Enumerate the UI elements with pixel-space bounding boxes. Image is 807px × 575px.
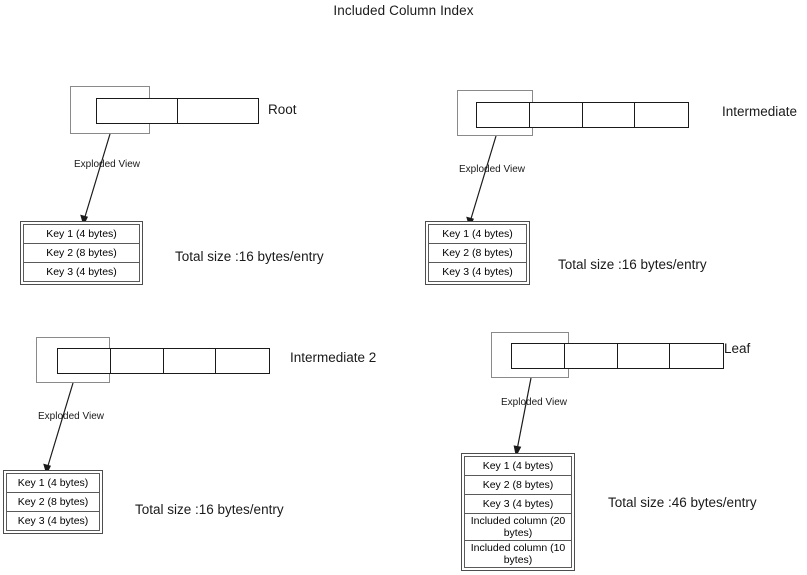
- node-cell: [583, 103, 636, 127]
- node-cell: [178, 99, 259, 123]
- node-root-cells: [96, 98, 259, 124]
- total-size-root: Total size :16 bytes/entry: [175, 249, 324, 264]
- total-size-intermediate: Total size :16 bytes/entry: [558, 257, 707, 272]
- node-cell: [216, 349, 269, 373]
- key-table-root: Key 1 (4 bytes) Key 2 (8 bytes) Key 3 (4…: [20, 221, 143, 285]
- node-cell: [97, 99, 178, 123]
- key-row: Key 3 (4 bytes): [464, 494, 572, 514]
- page-title: Included Column Index: [333, 3, 474, 18]
- node-cell: [565, 344, 618, 368]
- node-cell: [618, 344, 671, 368]
- key-row: Key 2 (8 bytes): [6, 492, 100, 512]
- node-intermediate-2-label: Intermediate 2: [290, 350, 377, 365]
- exploded-view-label-leaf: Exploded View: [501, 397, 567, 408]
- key-row: Key 3 (4 bytes): [6, 511, 100, 531]
- exploded-view-arrow-leaf: [513, 377, 532, 457]
- exploded-view-label-intermediate: Exploded View: [459, 164, 525, 175]
- key-row: Included column (20 bytes): [464, 513, 572, 541]
- key-row: Included column (10 bytes): [464, 540, 572, 568]
- total-size-intermediate-2: Total size :16 bytes/entry: [135, 502, 284, 517]
- node-cell: [512, 344, 565, 368]
- exploded-view-arrow-root: [80, 133, 111, 226]
- key-row: Key 2 (8 bytes): [428, 243, 527, 263]
- key-row: Key 3 (4 bytes): [23, 262, 140, 282]
- node-root: [70, 86, 259, 136]
- node-cell: [58, 349, 111, 373]
- node-cell: [477, 103, 530, 127]
- node-root-label: Root: [268, 102, 297, 117]
- key-row: Key 2 (8 bytes): [23, 243, 140, 263]
- node-intermediate-cells: [476, 102, 689, 128]
- node-cell: [635, 103, 688, 127]
- node-intermediate: [457, 90, 689, 138]
- key-table-intermediate: Key 1 (4 bytes) Key 2 (8 bytes) Key 3 (4…: [425, 221, 530, 285]
- node-intermediate-2: [36, 337, 270, 385]
- node-leaf-label: Leaf: [724, 341, 751, 356]
- exploded-view-label-root: Exploded View: [74, 159, 140, 170]
- exploded-view-arrow-intermediate-2: [43, 382, 74, 475]
- node-cell: [111, 349, 164, 373]
- total-size-leaf: Total size :46 bytes/entry: [608, 495, 757, 510]
- key-table-leaf: Key 1 (4 bytes) Key 2 (8 bytes) Key 3 (4…: [461, 453, 575, 571]
- key-row: Key 3 (4 bytes): [428, 262, 527, 282]
- key-table-intermediate-2: Key 1 (4 bytes) Key 2 (8 bytes) Key 3 (4…: [3, 470, 103, 534]
- exploded-view-label-intermediate-2: Exploded View: [38, 411, 104, 422]
- exploded-view-arrow-intermediate: [466, 135, 497, 228]
- node-cell: [670, 344, 723, 368]
- node-leaf: [491, 332, 724, 380]
- node-cell: [530, 103, 583, 127]
- key-row: Key 1 (4 bytes): [464, 456, 572, 476]
- node-intermediate-2-cells: [57, 348, 270, 374]
- key-row: Key 1 (4 bytes): [428, 224, 527, 244]
- node-intermediate-label: Intermediate: [722, 104, 798, 119]
- node-cell: [164, 349, 217, 373]
- key-row: Key 1 (4 bytes): [23, 224, 140, 244]
- key-row: Key 2 (8 bytes): [464, 475, 572, 495]
- node-leaf-cells: [511, 343, 724, 369]
- key-row: Key 1 (4 bytes): [6, 473, 100, 493]
